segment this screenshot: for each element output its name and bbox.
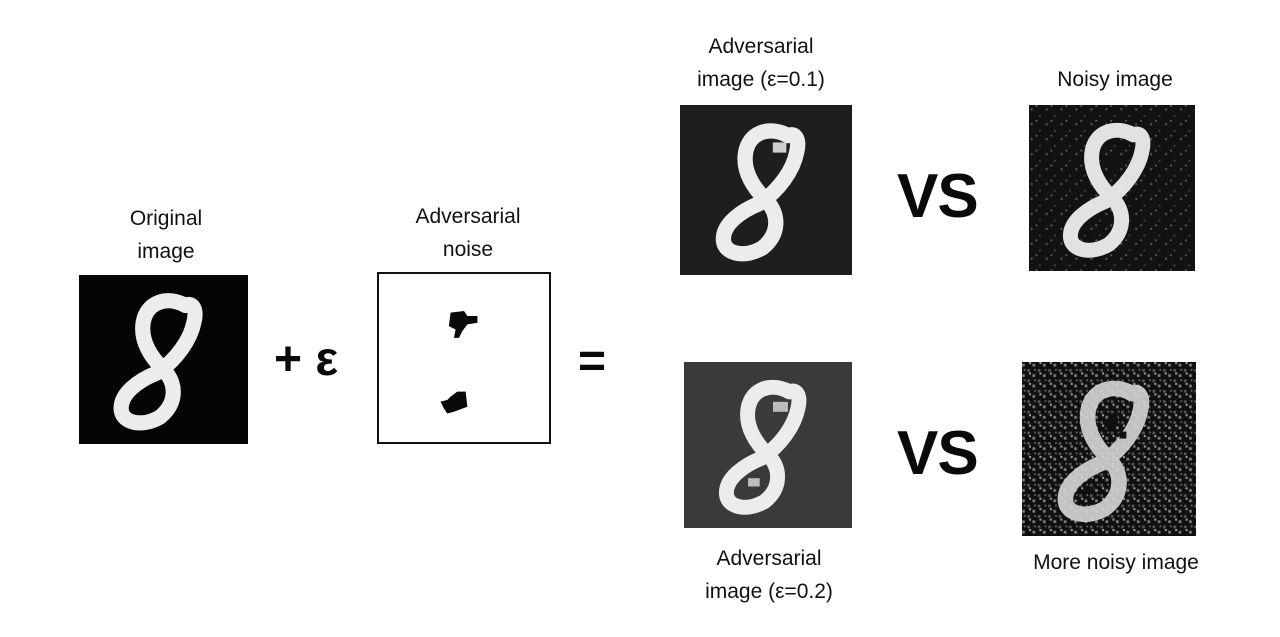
more-noisy-image-label: More noisy image (1033, 551, 1199, 574)
adversarial-image-01 (680, 105, 852, 275)
original-digit-image (79, 275, 248, 444)
equals-operator: = (578, 335, 607, 388)
more-noisy-image (1022, 362, 1196, 536)
adversarial-noise-label: Adversarial noise (415, 205, 521, 261)
noisy-image-label: Noisy image (1057, 68, 1173, 91)
vs-top: VS (897, 162, 979, 231)
noisy-image (1029, 105, 1195, 271)
adversarial-image-02-label: Adversarial image (ε=0.2) (705, 547, 833, 603)
adversarial-noise-image (377, 272, 551, 444)
original-image-label: Original image (129, 207, 203, 263)
vs-bottom: VS (897, 419, 979, 488)
adversarial-image-02 (684, 362, 852, 528)
adversarial-image-01-label: Adversarial image (ε=0.1) (697, 35, 825, 91)
plus-epsilon-operator: + ε (274, 333, 339, 386)
